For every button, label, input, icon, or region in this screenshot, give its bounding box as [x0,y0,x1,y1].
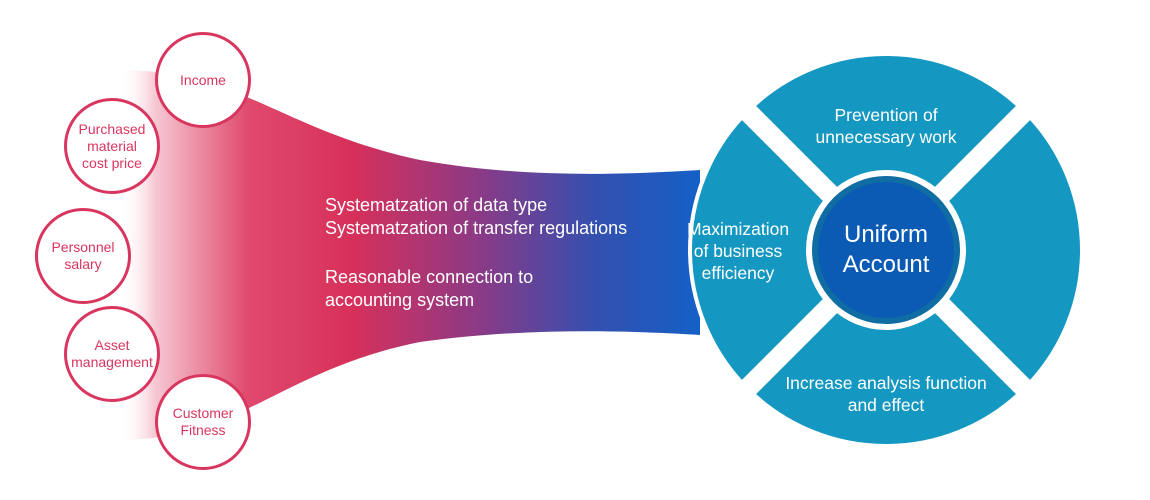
wheel-segment-top-label: Prevention of unnecessary work [815,105,957,147]
source-circle-customer-fitness: Customer Fitness [155,374,251,470]
source-label: Customer Fitness [172,405,234,438]
funnel-band [120,70,700,440]
wheel [688,52,1084,448]
source-label: Personnel salary [51,239,115,272]
source-circle-asset-management: Asset management [64,306,160,402]
source-label: Income [180,71,226,88]
wheel-center-label: Uniform Account [842,221,930,278]
funnel-text-line: Systematzation of transfer regulations [325,218,628,238]
funnel-text-line: Systematzation of data type [325,195,548,215]
wheel-segment-bottom-label: Increase analysis function and effect [785,373,987,415]
wheel-center [818,182,954,318]
funnel-text-line: accounting system [325,290,475,310]
source-label: Purchased material cost price [78,120,146,171]
wheel-segment-left-label: Maximization of business efficiency [686,219,790,283]
funnel-text-line: Reasonable connection to [325,267,534,287]
source-circle-income: Income [155,32,251,128]
source-circle-personnel-salary: Personnel salary [35,208,131,304]
source-label: Asset management [71,337,153,370]
source-circle-material-cost: Purchased material cost price [64,98,160,194]
